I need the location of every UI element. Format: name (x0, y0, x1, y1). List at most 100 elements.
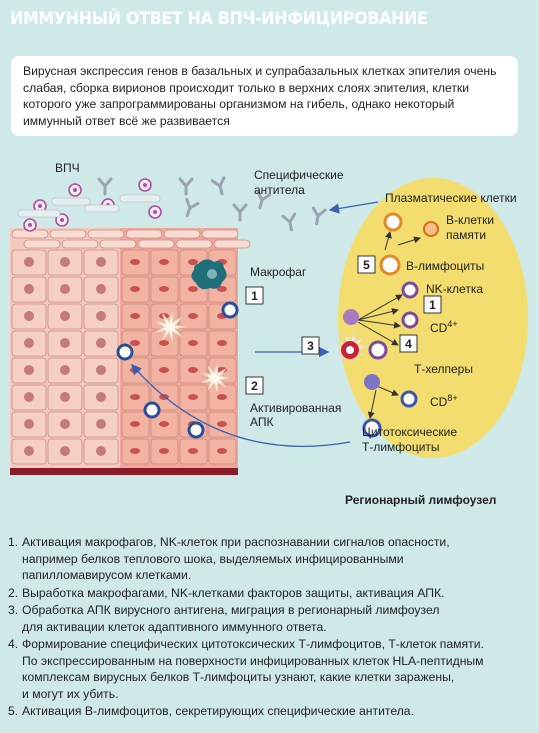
desquamated-cell (84, 204, 120, 213)
cell-nucleus (217, 340, 227, 346)
cell-nucleus (96, 419, 106, 429)
antibody (281, 212, 297, 232)
cell-nucleus (130, 286, 140, 292)
antibody (178, 177, 194, 196)
memory-b-label: В-клетки (446, 213, 494, 227)
cell-nucleus (188, 340, 198, 346)
squamous-cell (125, 229, 163, 239)
antibody (185, 197, 200, 218)
lymph-node-cells (341, 212, 439, 438)
cell-nucleus (60, 392, 70, 402)
squamous-cell (201, 229, 239, 239)
activated-apc-label: АПК (250, 415, 273, 429)
immune-cell (187, 421, 205, 439)
cell-nucleus (130, 259, 140, 265)
antibody-shape (256, 190, 272, 210)
cell-nucleus (60, 257, 70, 267)
cell-nucleus (60, 311, 70, 321)
antibodies-label: Специфические (254, 168, 344, 182)
cell-nucleus (188, 259, 198, 265)
ctl-label: Цитотоксические (362, 425, 457, 439)
hpv-core (60, 218, 64, 222)
cell-nucleus (96, 338, 106, 348)
cell-nucleus (96, 257, 106, 267)
cell-nucleus (130, 421, 140, 427)
cell-nucleus (60, 284, 70, 294)
cell-nucleus (96, 446, 106, 456)
antibody-shape (281, 212, 297, 232)
svg-text:4: 4 (405, 337, 412, 351)
step-item: 3.Обработка АПК вирусного антигена, мигр… (8, 603, 440, 634)
cell-nucleus (188, 367, 198, 373)
svg-text:1: 1 (251, 289, 258, 303)
antibody (232, 203, 248, 222)
antibodies (97, 176, 327, 232)
step-item: 2.Выработка макрофагами, NK-клетками фак… (8, 585, 445, 600)
cell-nucleus (24, 338, 34, 348)
step-badge-2: 2 (245, 376, 264, 395)
arrow-ctl-to-tissue (131, 364, 351, 447)
lymph-node-label: Регионарный лимфоузел (345, 493, 496, 507)
desquamated-cell (17, 209, 61, 218)
antibody-shape (185, 197, 200, 218)
desquamated-cell (51, 197, 91, 206)
svg-text:5: 5 (363, 258, 370, 272)
squamous-cell (61, 239, 99, 249)
cd8-cell (400, 390, 418, 408)
squamous-cell (23, 239, 61, 249)
svg-text:3: 3 (307, 339, 314, 353)
cell-nucleus (217, 421, 227, 427)
intro-box: Вирусная экспрессия генов в базальных и … (11, 56, 518, 136)
intro-line: слабая, сборка вирионов происходит тольк… (23, 80, 470, 95)
cell-nucleus (159, 448, 169, 454)
step-badge-3: 3 (301, 336, 320, 355)
cell-nucleus (96, 365, 106, 375)
desquamated-cell (119, 194, 161, 203)
immune-cell (143, 401, 161, 419)
cell-nucleus (130, 313, 140, 319)
step-badge-4: 4 (399, 334, 418, 353)
cell-nucleus (188, 448, 198, 454)
ctl-cell (362, 418, 382, 438)
apc-star-cell (155, 312, 186, 342)
cell-nucleus (96, 284, 106, 294)
cell-nucleus (24, 311, 34, 321)
antibody (210, 176, 226, 196)
cell-nucleus (96, 392, 106, 402)
activated-apc-label: Активированная (250, 401, 341, 415)
antibody-shape (311, 206, 327, 226)
cd8-label: CD8+ (430, 393, 458, 409)
step-badge-1b: 1 (423, 295, 442, 314)
nk-cell-label: NK-клетка (426, 282, 483, 296)
hpv-core (28, 223, 32, 227)
cell-nucleus (159, 367, 169, 373)
immune-cell (116, 343, 134, 361)
macrophage-cell (191, 259, 227, 290)
lymph-node-arrows (357, 231, 421, 419)
ctl-label: Т-лимфоциты (362, 440, 440, 454)
hpv-core (38, 204, 42, 208)
hpv-core (73, 188, 77, 192)
cell-nucleus (188, 394, 198, 400)
memory-b-cell (423, 221, 439, 237)
cell-nucleus (24, 419, 34, 429)
cell-nucleus (24, 284, 34, 294)
antibody-shape (178, 177, 194, 196)
cell-nucleus (188, 313, 198, 319)
antibody-shape (97, 177, 113, 196)
arrow-to-antibodies (328, 201, 379, 214)
svg-text:1: 1 (429, 298, 436, 312)
cell-nucleus (159, 259, 169, 265)
cell-nucleus (24, 392, 34, 402)
b-lymphocytes-label: В-лимфоциты (406, 259, 484, 273)
cell-nucleus (24, 446, 34, 456)
antibodies-label: антитела (254, 183, 305, 197)
cell-nucleus (96, 311, 106, 321)
plasma-cells-label: Плазматические клетки (385, 191, 517, 205)
intro-line: которого уже запрограммированы организмо… (23, 97, 455, 111)
intro-line: Вирусная экспрессия генов в базальных и … (23, 64, 497, 78)
nk-cell (401, 281, 419, 299)
t-helper-cell (368, 340, 388, 360)
steps-list: 1.Активация макрофагов, NK-клеток при ра… (8, 534, 528, 721)
cell-nucleus (130, 394, 140, 400)
